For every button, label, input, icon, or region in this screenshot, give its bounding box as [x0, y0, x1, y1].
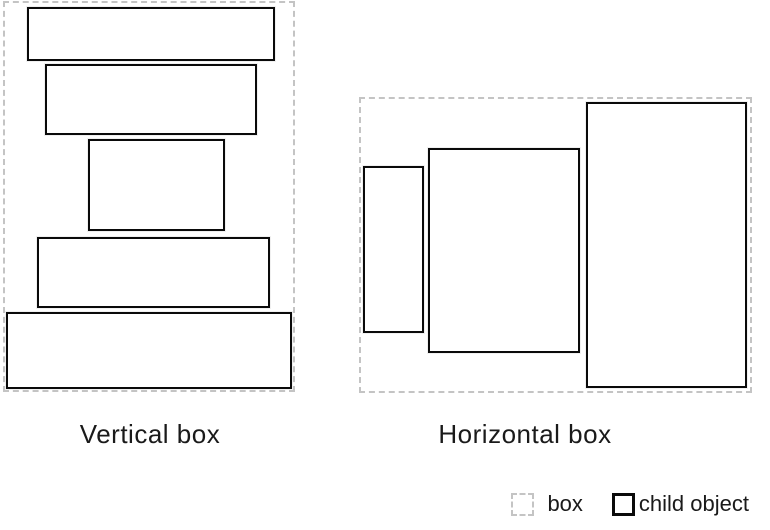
vertical-box-container: [3, 1, 295, 392]
vertical-child-object-4: [37, 237, 270, 308]
vertical-child-object-3: [88, 139, 225, 231]
vertical-box-label: Vertical box: [79, 419, 221, 449]
horizontal-child-object-2: [428, 148, 580, 353]
legend-child-object-label: child object: [638, 491, 749, 516]
horizontal-child-object-3: [586, 102, 747, 388]
horizontal-child-object-1: [363, 166, 424, 333]
vertical-child-object-1: [27, 7, 275, 61]
vertical-child-object-2: [45, 64, 257, 135]
legend: box child object: [511, 491, 749, 517]
legend-box-label: box: [547, 491, 583, 516]
dashed-outline-square-icon: [511, 492, 535, 516]
vertical-child-object-5: [6, 312, 292, 389]
solid-outline-square-icon: [611, 492, 635, 516]
horizontal-box-label: Horizontal box: [438, 419, 612, 449]
horizontal-box-container: [359, 97, 752, 393]
